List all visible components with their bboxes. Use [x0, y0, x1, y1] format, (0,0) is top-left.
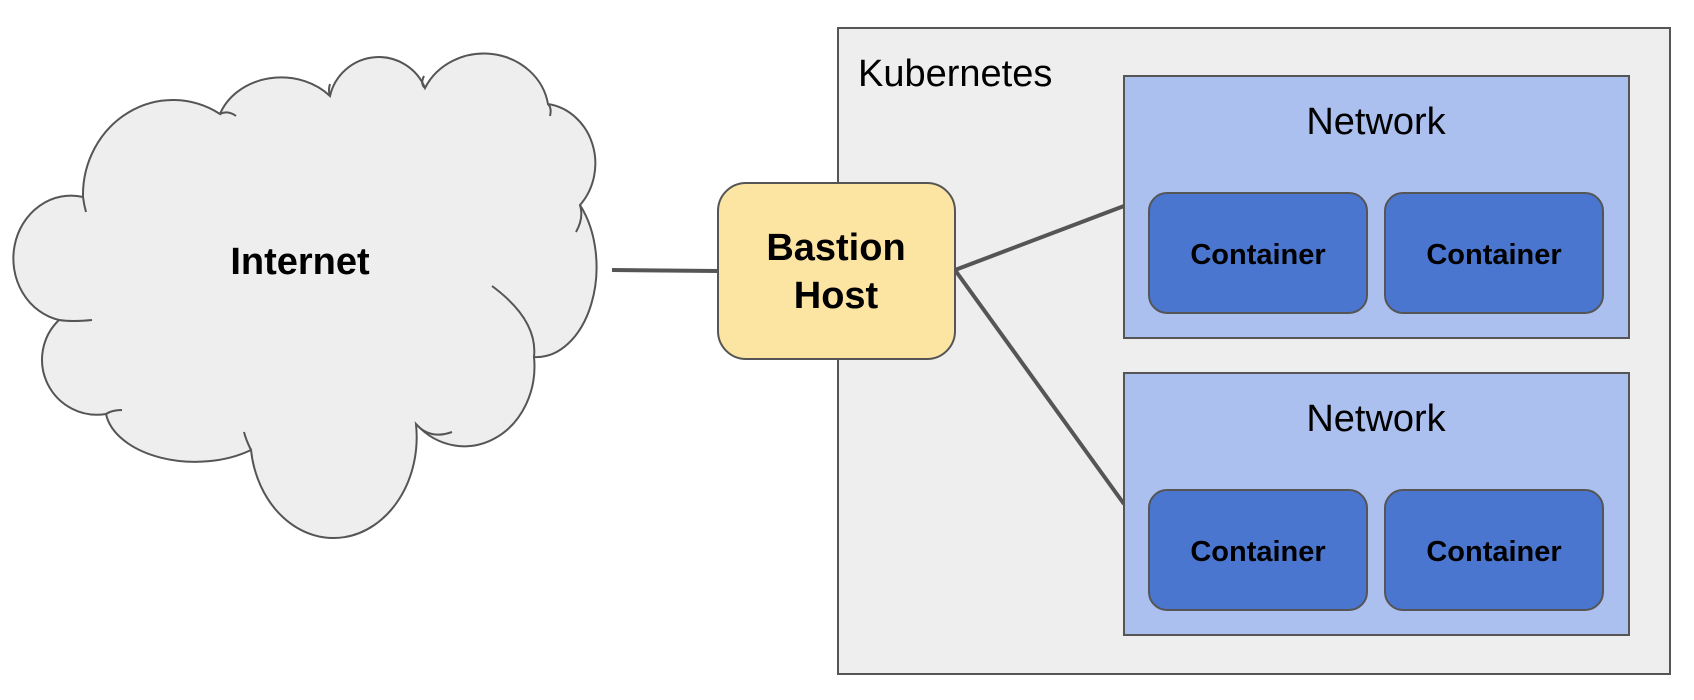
container-box	[1148, 192, 1368, 314]
container-2-1: Container	[1148, 489, 1368, 611]
internet-label: Internet	[230, 241, 370, 283]
container-1-1: Container	[1148, 192, 1368, 314]
cloud-shape	[12, 52, 598, 539]
container-label: Container	[1190, 239, 1325, 271]
container-label: Container	[1190, 536, 1325, 568]
bastion-label-line1: Bastion	[766, 227, 905, 269]
container-label: Container	[1426, 239, 1561, 271]
network-label: Network	[1306, 101, 1446, 143]
container-box	[1148, 489, 1368, 611]
network-label: Network	[1306, 398, 1446, 440]
connector-bastion-network-1	[954, 204, 1125, 272]
container-box	[1384, 489, 1604, 611]
bastion-box	[717, 182, 956, 360]
cloud-detail	[58, 75, 583, 451]
connector-internet-bastion	[611, 268, 719, 273]
bastion-label-line2: Host	[794, 275, 879, 317]
connector-bastion-network-2	[953, 268, 1126, 506]
internet-cloud: Internet	[12, 52, 598, 539]
network-2: Network Container Container	[1123, 372, 1630, 636]
network-1: Network Container Container	[1123, 75, 1630, 339]
container-1-2: Container	[1384, 192, 1604, 314]
connectors	[611, 204, 1126, 506]
container-2-2: Container	[1384, 489, 1604, 611]
container-box	[1384, 192, 1604, 314]
bastion-host: Bastion Host	[717, 182, 956, 360]
kubernetes-label: Kubernetes	[858, 53, 1052, 95]
container-label: Container	[1426, 536, 1561, 568]
